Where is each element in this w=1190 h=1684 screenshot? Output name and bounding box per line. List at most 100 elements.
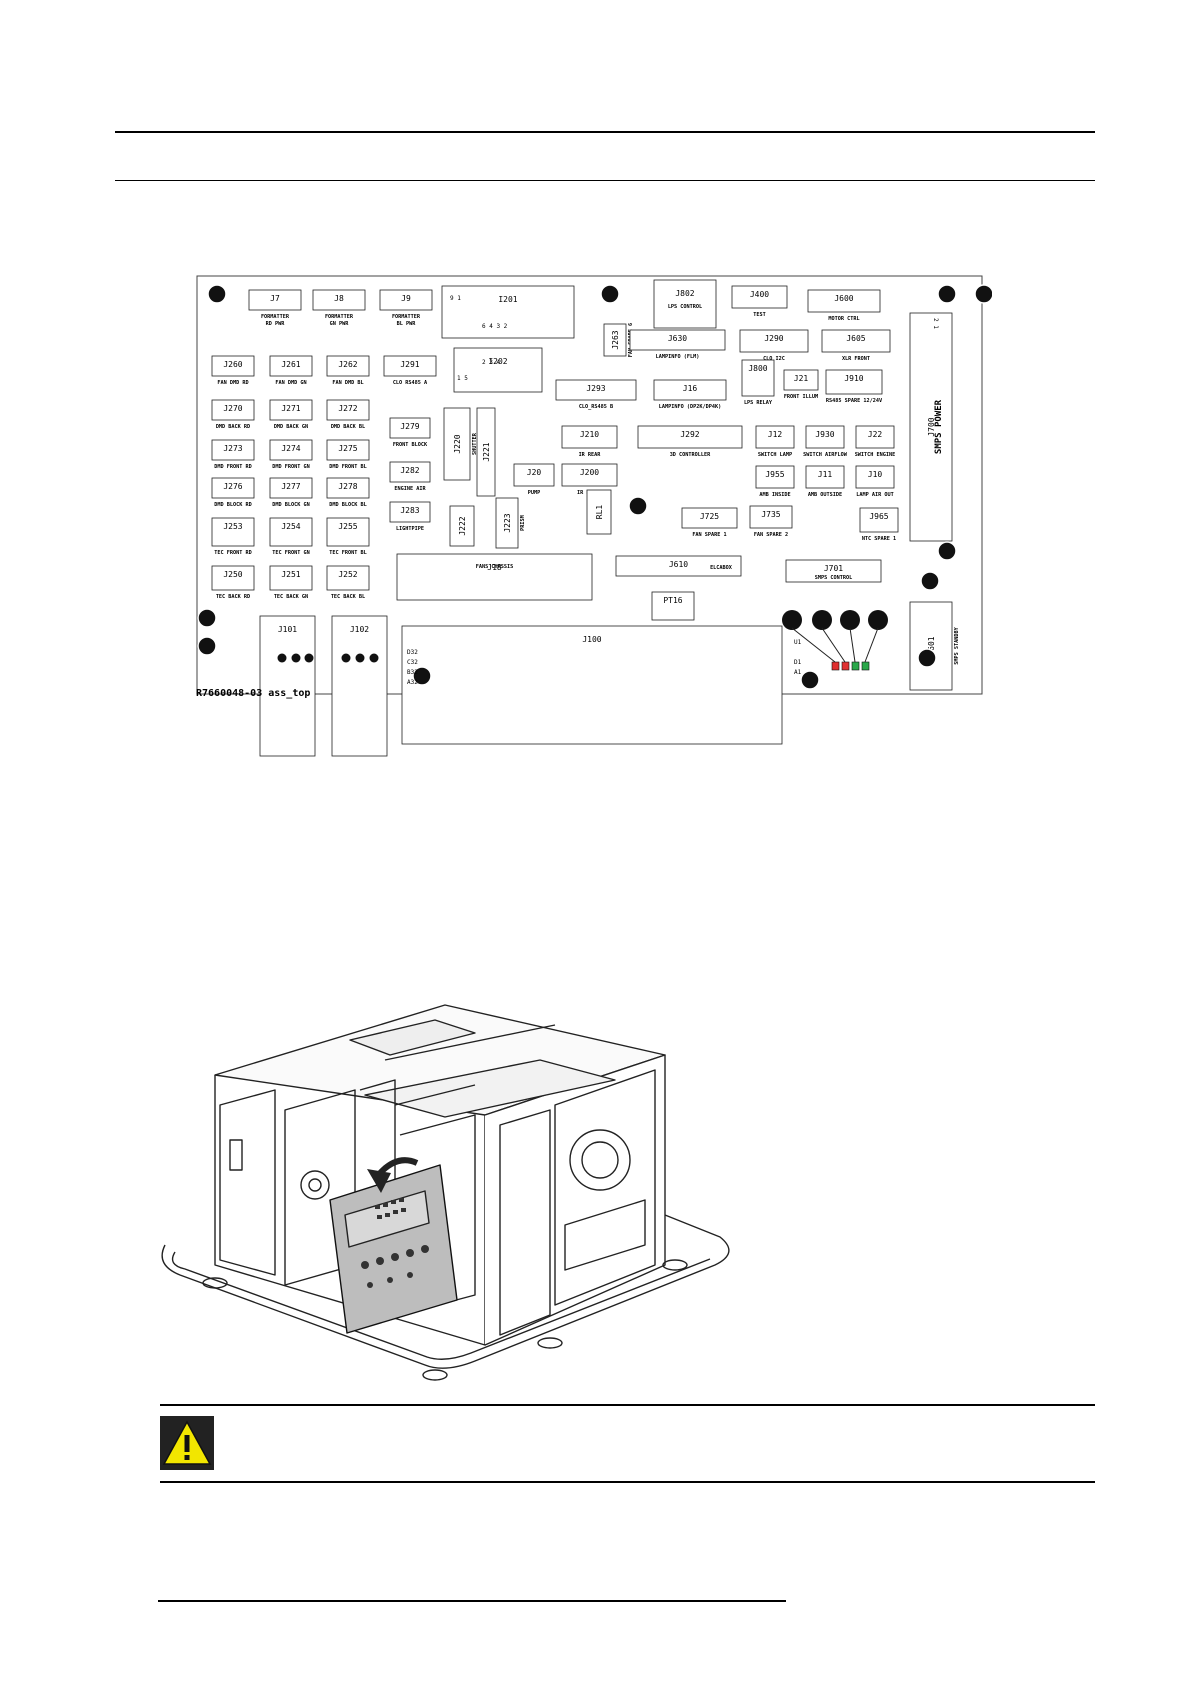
connector-body: [449, 505, 475, 547]
connector-body: [739, 329, 809, 353]
header-rule-bottom: [115, 180, 1095, 181]
pin-mark: 6 4 3 2: [482, 323, 508, 330]
connector-label: DMD BACK BL: [331, 424, 365, 430]
connector-id: J600: [834, 294, 853, 303]
connector-id: J725: [700, 512, 719, 521]
mounting-hole: [628, 496, 648, 516]
connector-body: [859, 507, 899, 533]
connector-label: FRONT BLOCK: [393, 442, 428, 448]
connector-id: J210: [580, 430, 599, 439]
connector-id: J251: [281, 570, 300, 579]
led-callout-dot: [840, 610, 860, 630]
connector-j101: J101: [259, 615, 316, 757]
connector-label: FAN SPARE 1: [692, 532, 726, 538]
connector-id: J8: [334, 294, 344, 303]
connector-id: J20: [527, 468, 542, 477]
connector-id: J955: [765, 470, 784, 479]
connector-body: [855, 465, 895, 489]
connector-id: J279: [400, 422, 419, 431]
connector-id: J291: [400, 360, 419, 369]
connector-id: J270: [223, 404, 242, 413]
mounting-hole: [197, 608, 217, 628]
connector-label: FORMATTER: [325, 314, 354, 320]
mounting-hole: [600, 284, 620, 304]
connector-label: SMPS STANDBY: [954, 626, 960, 664]
connector-label: TEC FRONT RD: [214, 550, 251, 556]
connector-label: SWITCH LAMP: [758, 452, 792, 458]
connector-body: [269, 517, 313, 547]
connector-id: J16: [683, 384, 698, 393]
connector-pin-dot: [369, 653, 379, 663]
connector-body: [312, 289, 366, 311]
connector-body: [805, 465, 845, 489]
connector-body: [749, 505, 793, 529]
connector-body: [269, 565, 313, 591]
connector-label: FAN SPARE 2: [754, 532, 788, 538]
connector-body: [396, 553, 593, 601]
header-rule-top: [115, 131, 1095, 133]
connector-id: J273: [223, 444, 242, 453]
connector-pin-dot: [355, 653, 365, 663]
connector-label: 3D CONTROLLER: [670, 452, 711, 458]
mounting-hole: [412, 666, 432, 686]
pin-mark: B32: [407, 669, 418, 676]
connector-label: TEC BACK GN: [274, 594, 308, 600]
pin-mark: D1: [794, 659, 802, 666]
mounting-hole: [937, 541, 957, 561]
connector-label: DMD FRONT RD: [214, 464, 251, 470]
mounting-hole: [917, 648, 937, 668]
connector-label-2: BL PWR: [397, 321, 417, 327]
connector-label: FRONT ILLUM: [784, 394, 818, 400]
connector-id: J250: [223, 570, 242, 579]
connector-body: [269, 439, 313, 461]
connector-id: I201: [498, 295, 517, 304]
connector-label: DMD BLOCK RD: [214, 502, 251, 508]
connector-body: [248, 289, 302, 311]
connector-label: CLO RS485 A: [393, 380, 428, 386]
connector-body: [909, 601, 953, 691]
led-leader-line: [821, 627, 846, 663]
mounting-hole: [207, 284, 227, 304]
pin-mark: 9 1: [450, 295, 461, 302]
connector-label: AMB OUTSIDE: [808, 492, 842, 498]
connector-body: [259, 615, 316, 757]
connector-id: J293: [586, 384, 605, 393]
connector-body: [211, 477, 255, 499]
connector-body: [441, 285, 575, 339]
connector-label: XLR FRONT: [842, 356, 870, 362]
pin-mark: A1: [794, 669, 802, 676]
connector-label: PUMP: [528, 490, 541, 496]
connector-id: J283: [400, 506, 419, 515]
connector-label: TEC FRONT GN: [272, 550, 309, 556]
connector-body: [269, 477, 313, 499]
connector-body: [731, 285, 788, 309]
connector-label: FORMATTER: [261, 314, 290, 320]
connector-label: DMD BACK RD: [216, 424, 250, 430]
connector-body: [211, 439, 255, 461]
